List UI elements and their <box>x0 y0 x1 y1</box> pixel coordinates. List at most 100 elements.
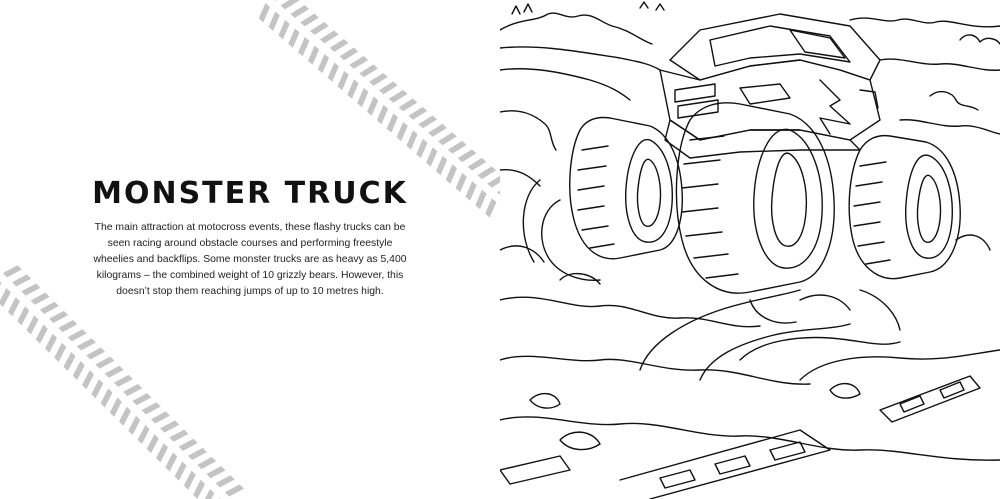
tire-tread-mark <box>268 11 280 31</box>
tire-tread-mark <box>359 64 379 78</box>
scenery-lines <box>500 1 1000 187</box>
tire-tread-mark <box>30 292 50 305</box>
tire-tread-mark <box>258 3 270 23</box>
tire-tread-mark <box>39 301 59 314</box>
tire-tread-mark <box>398 98 418 112</box>
tire-tread-mark <box>367 96 379 116</box>
tire-tread-mark <box>215 475 235 488</box>
tire-tread-mark <box>49 310 69 324</box>
tire-tread-mark <box>298 36 310 57</box>
tire-tread-mark <box>317 53 330 74</box>
tire-tread-mark <box>386 113 398 133</box>
tire-tread-mark <box>54 342 67 362</box>
tire-tread-mark <box>274 0 277 1</box>
tire-tread-mark <box>319 30 339 44</box>
tire-tread-mark <box>197 457 217 470</box>
tire-tread-mark <box>183 470 196 490</box>
tire-tread-mark <box>485 198 497 218</box>
tire-tread-mark <box>349 56 369 69</box>
tire-tread-mark <box>123 383 143 397</box>
tire-tread-mark <box>435 155 448 176</box>
tire-tread-mark <box>290 5 310 18</box>
ramps <box>500 375 981 499</box>
tire-tread-mark <box>169 429 189 442</box>
tire-tread-mark <box>2 265 22 278</box>
tire-tread-mark <box>408 106 428 120</box>
tire-tread-mark <box>280 0 300 10</box>
tire-tread-mark <box>396 121 408 142</box>
tire-tread-mark <box>165 452 178 472</box>
tire-tread-mark <box>128 415 141 435</box>
tire-tread-mark <box>35 324 48 344</box>
tire-tread-mark <box>174 461 187 481</box>
tire-tread-mark <box>465 181 477 201</box>
tire-tread-mark <box>455 172 467 193</box>
tire-track-top <box>258 0 500 218</box>
truck-body <box>659 13 881 159</box>
tire-tread-mark <box>477 166 497 180</box>
tire-tread-mark <box>339 47 359 61</box>
tire-tread-mark <box>447 140 467 154</box>
tire-tread-mark <box>146 434 159 454</box>
tire-tread-mark <box>278 20 290 40</box>
tire-tread-mark <box>187 447 207 460</box>
tire-tread-mark <box>63 351 76 372</box>
tire-tread-mark <box>8 297 20 317</box>
left-page: MONSTER TRUCK The main attraction at mot… <box>0 0 500 499</box>
tire-right-rear <box>848 134 961 280</box>
tire-tread-mark <box>141 402 161 415</box>
tire-tread-mark <box>119 406 132 426</box>
tire-tread-mark <box>327 62 339 82</box>
tire-tread-mark <box>497 190 500 195</box>
tire-left-front <box>569 116 683 260</box>
tire-tread-mark <box>206 466 226 479</box>
tire-tread-mark <box>437 132 457 146</box>
tire-tread-mark <box>224 484 244 497</box>
tire-tread-mark <box>487 175 500 188</box>
tire-tread-mark <box>329 39 349 52</box>
mud-ground <box>500 245 1000 461</box>
tire-tread-mark <box>95 356 115 369</box>
page-title: MONSTER TRUCK <box>92 176 408 211</box>
tire-tread-mark <box>347 79 359 99</box>
tire-tread-mark <box>309 22 329 35</box>
tire-tread-mark <box>150 411 170 424</box>
tire-tread-mark <box>21 283 41 296</box>
tire-tread-mark <box>300 13 319 27</box>
tire-tread-mark <box>72 361 85 381</box>
tire-tread-mark <box>406 130 418 150</box>
tire-tread-mark <box>17 306 30 326</box>
tire-tread-mark <box>12 274 32 287</box>
mud-splash <box>522 179 991 331</box>
tire-tread-mark <box>67 329 87 342</box>
tire-tread-mark <box>376 104 389 125</box>
tire-tread-mark <box>193 479 206 499</box>
tire-tread-mark <box>378 81 398 95</box>
tire-tread-mark <box>178 438 198 451</box>
tire-tread-mark <box>418 115 438 129</box>
tire-tread-mark <box>58 320 78 333</box>
tire-tread-mark <box>357 87 369 108</box>
tire-tread-mark <box>337 70 349 91</box>
tire-tread-mark <box>445 164 458 184</box>
tire-middle-front <box>675 102 835 294</box>
description-text: The main attraction at motocross events,… <box>93 222 407 297</box>
tire-track-bottom <box>0 265 244 499</box>
tire-tread-mark <box>426 147 438 167</box>
tire-track-icon <box>0 0 500 499</box>
monster-truck-illustration-icon <box>500 1 1000 499</box>
tire-tread-mark <box>388 89 408 103</box>
tire-tread-mark <box>457 149 477 163</box>
tire-tread-mark <box>91 379 104 399</box>
tire-tread-mark <box>428 123 447 137</box>
tire-tread-mark <box>137 424 150 445</box>
tire-tread-mark <box>204 488 215 499</box>
tire-tread-mark <box>45 333 57 353</box>
tire-tread-mark <box>156 443 169 463</box>
tire-tread-mark <box>0 287 11 308</box>
tire-tread-mark <box>132 393 152 406</box>
tire-tread-mark <box>100 388 113 408</box>
tire-tread-mark <box>113 374 133 387</box>
tire-tread-mark <box>86 347 106 360</box>
